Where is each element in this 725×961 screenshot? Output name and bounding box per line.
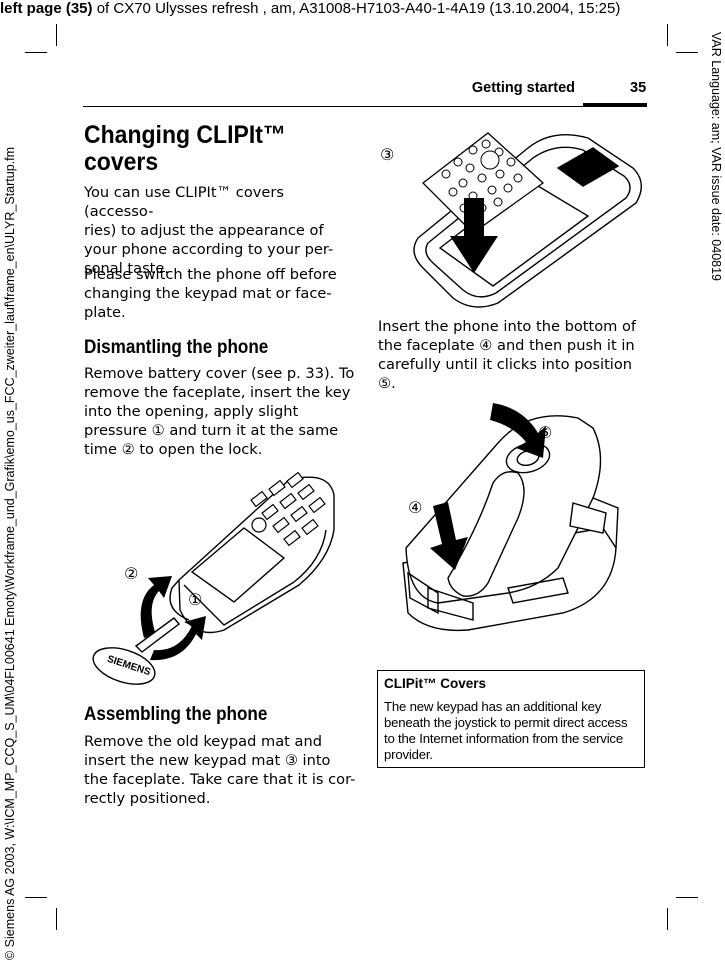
text-line: You can use CLIPIt™ covers (accesso-	[84, 184, 284, 220]
keypad-mat-illustration: ③	[380, 132, 642, 308]
main-title: Changing CLIPIt™ covers	[84, 122, 356, 176]
text-line: rectly positioned.	[84, 790, 211, 807]
heading-text: Assembling the phone	[84, 704, 268, 725]
crop-mark	[56, 24, 57, 46]
text-line: ries) to adjust the appearance of	[84, 222, 324, 239]
callout-two: ②	[124, 564, 138, 583]
crop-mark	[56, 908, 57, 930]
crop-mark	[25, 52, 47, 53]
text-line: your phone according to your per-	[84, 241, 334, 258]
text-line: the faceplate. Take care that it is cor-	[84, 771, 356, 788]
header-rule	[83, 106, 647, 107]
text-line: changing the keypad mat or face-	[84, 285, 332, 302]
text-line: beneath the joystick to permit direct ac…	[384, 715, 628, 730]
intro-paragraph: You can use CLIPIt™ covers (accesso- rie…	[84, 183, 356, 278]
copyright-margin: © Siemens AG 2003, W:\ICM_MP_CCQ_S_UM\04…	[3, 146, 17, 960]
heading-text: Dismantling the phone	[84, 337, 269, 358]
text-line: plate.	[84, 304, 126, 321]
text-line: remove the faceplate, insert the key	[84, 384, 351, 401]
crop-mark	[25, 897, 47, 898]
assemble-heading: Assembling the phone	[84, 704, 356, 726]
text-line: Remove battery cover (see p. 33). To	[84, 365, 355, 382]
page-number: 35	[630, 80, 647, 96]
dismantle-paragraph: Remove battery cover (see p. 33). To rem…	[84, 364, 356, 459]
print-header: left page (35) of CX70 Ulysses refresh ,…	[0, 0, 725, 18]
text-line: provider.	[384, 747, 433, 762]
text-line: time ② to open the lock.	[84, 441, 263, 458]
insert-phone-illustration: ⑤ ④	[402, 403, 619, 632]
dismantle-heading: Dismantling the phone	[84, 337, 356, 359]
text-line: The new keypad has an additional key	[384, 699, 602, 714]
var-margin: VAR Language: am; VAR issue date: 040819	[709, 32, 723, 282]
text-line: Please switch the phone off before	[84, 266, 337, 283]
text-line: the faceplate ④ and then push it in	[378, 337, 635, 354]
text-line: into the opening, apply slight	[84, 403, 299, 420]
crop-mark	[676, 897, 698, 898]
text-line: carefully until it clicks into position	[378, 356, 633, 373]
text-line: Insert the phone into the bottom of	[378, 318, 637, 335]
assemble-paragraph: Remove the old keypad mat and insert the…	[84, 732, 356, 808]
text-line: ⑤.	[378, 375, 396, 392]
text-line: pressure ① and turn it at the same	[84, 422, 339, 439]
callout-one: ①	[188, 590, 202, 609]
dismantle-illustration: SIEMENS ② ①	[92, 471, 335, 685]
text-line: sonal taste.	[84, 260, 170, 277]
section-title: Getting started	[471, 80, 575, 96]
text-line: Remove the old keypad mat and	[84, 733, 322, 750]
callout-three: ③	[380, 145, 394, 164]
note-text: The new keypad has an additional key ben…	[384, 699, 638, 763]
crop-mark	[667, 908, 668, 930]
callout-four: ④	[408, 498, 422, 517]
switch-off-paragraph: Please switch the phone off before chang…	[84, 265, 356, 322]
main-title-line: Changing CLIPIt™	[84, 121, 286, 149]
text-line: insert the new keypad mat ③ into	[84, 752, 331, 769]
crop-mark	[676, 52, 698, 53]
insert-paragraph: Insert the phone into the bottom of the …	[378, 317, 650, 393]
text-line: to the Internet information from the ser…	[384, 731, 623, 746]
main-title-line: covers	[84, 148, 159, 176]
callout-five: ⑤	[538, 423, 552, 442]
note-box: CLIPit™ Covers The new keypad has an add…	[377, 670, 645, 768]
header-rule-accent	[583, 103, 647, 106]
note-title: CLIPit™ Covers	[384, 676, 487, 691]
print-header-info: of CX70 Ulysses refresh , am, A31008-H71…	[92, 0, 621, 17]
print-header-page: left page (35)	[0, 0, 93, 17]
crop-mark	[667, 24, 668, 46]
